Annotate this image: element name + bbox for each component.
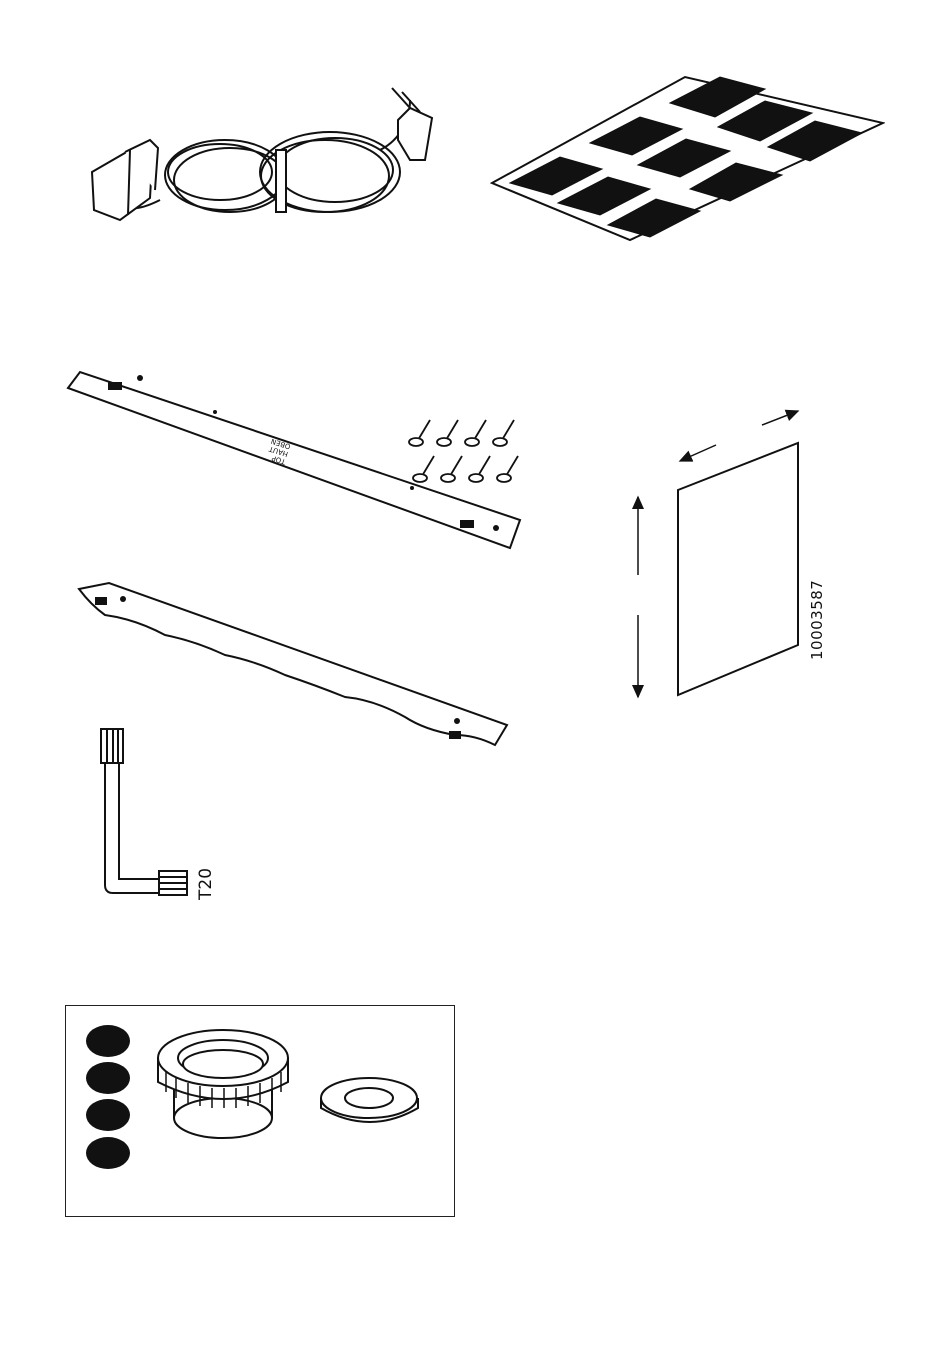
- adapter-kit-illustration: [66, 1006, 453, 1215]
- kit-dot: [86, 1099, 130, 1131]
- kit-dot: [86, 1137, 130, 1169]
- torx-size-label: T20: [196, 860, 226, 900]
- screws-illustration: [400, 410, 530, 490]
- kit-dot: [86, 1062, 130, 1094]
- power-cord-illustration: [80, 80, 440, 260]
- screw: [409, 420, 430, 446]
- kit-dot: [86, 1025, 130, 1057]
- adhesive-pads-sheet-illustration: [490, 65, 885, 245]
- adapter-kit-box: [65, 1005, 455, 1217]
- torx-key-illustration: [95, 725, 195, 900]
- part-number-label: 10003587: [808, 570, 838, 660]
- panel-with-dimensions-illustration: [620, 405, 810, 705]
